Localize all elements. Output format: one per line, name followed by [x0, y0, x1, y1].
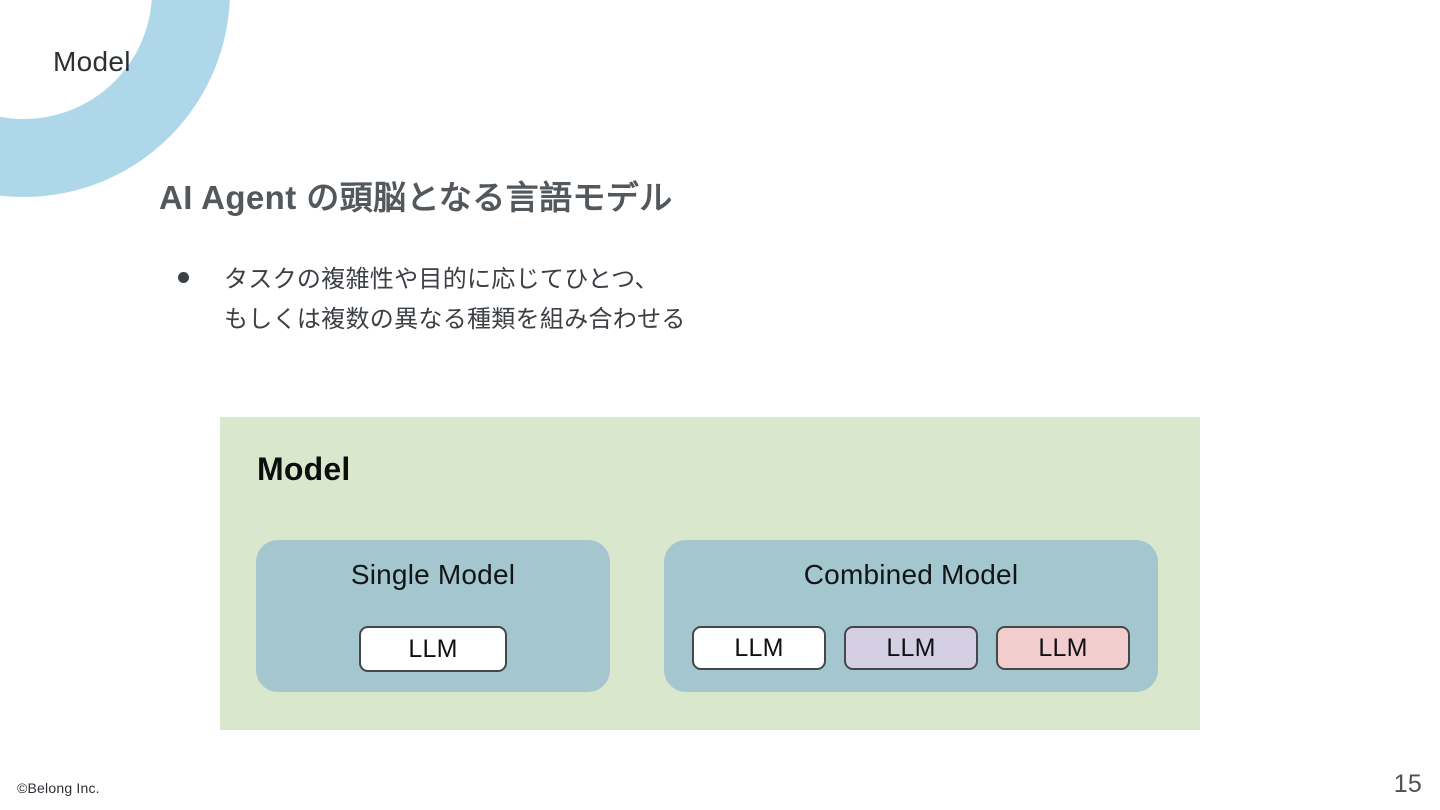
page-title: AI Agent の頭脳となる言語モデル [159, 179, 673, 217]
card-combined-model: Combined Model LLM LLM LLM [664, 540, 1158, 692]
card-title: Single Model [350, 559, 516, 590]
section-label: Model [53, 46, 131, 77]
diagram-heading: Model [257, 451, 351, 487]
list-item-label: タスクの複雑性や目的に応じてひとつ、 もしくは複数の異なる種類を組み合わせる [224, 266, 686, 333]
llm-box-row: LLM LLM LLM [664, 626, 1158, 670]
llm-box: LLM [996, 626, 1130, 670]
bullet-dot-icon [178, 272, 194, 283]
card-title: Combined Model [803, 559, 1019, 590]
list-item: タスクの複雑性や目的に応じてひとつ、 もしくは複数の異なる種類を組み合わせる [178, 260, 1078, 340]
decorative-arc-icon [0, 0, 230, 197]
llm-box: LLM [359, 626, 507, 672]
page-number: 15 [1393, 770, 1422, 798]
model-diagram-panel: Model Single Model LLM Combined Model LL… [220, 417, 1200, 730]
footer-copyright: ©Belong Inc. [17, 780, 100, 796]
llm-box: LLM [692, 626, 826, 670]
llm-box: LLM [844, 626, 978, 670]
llm-box-row: LLM [256, 626, 610, 672]
bullet-list: タスクの複雑性や目的に応じてひとつ、 もしくは複数の異なる種類を組み合わせる [178, 260, 1078, 340]
card-single-model: Single Model LLM [256, 540, 610, 692]
